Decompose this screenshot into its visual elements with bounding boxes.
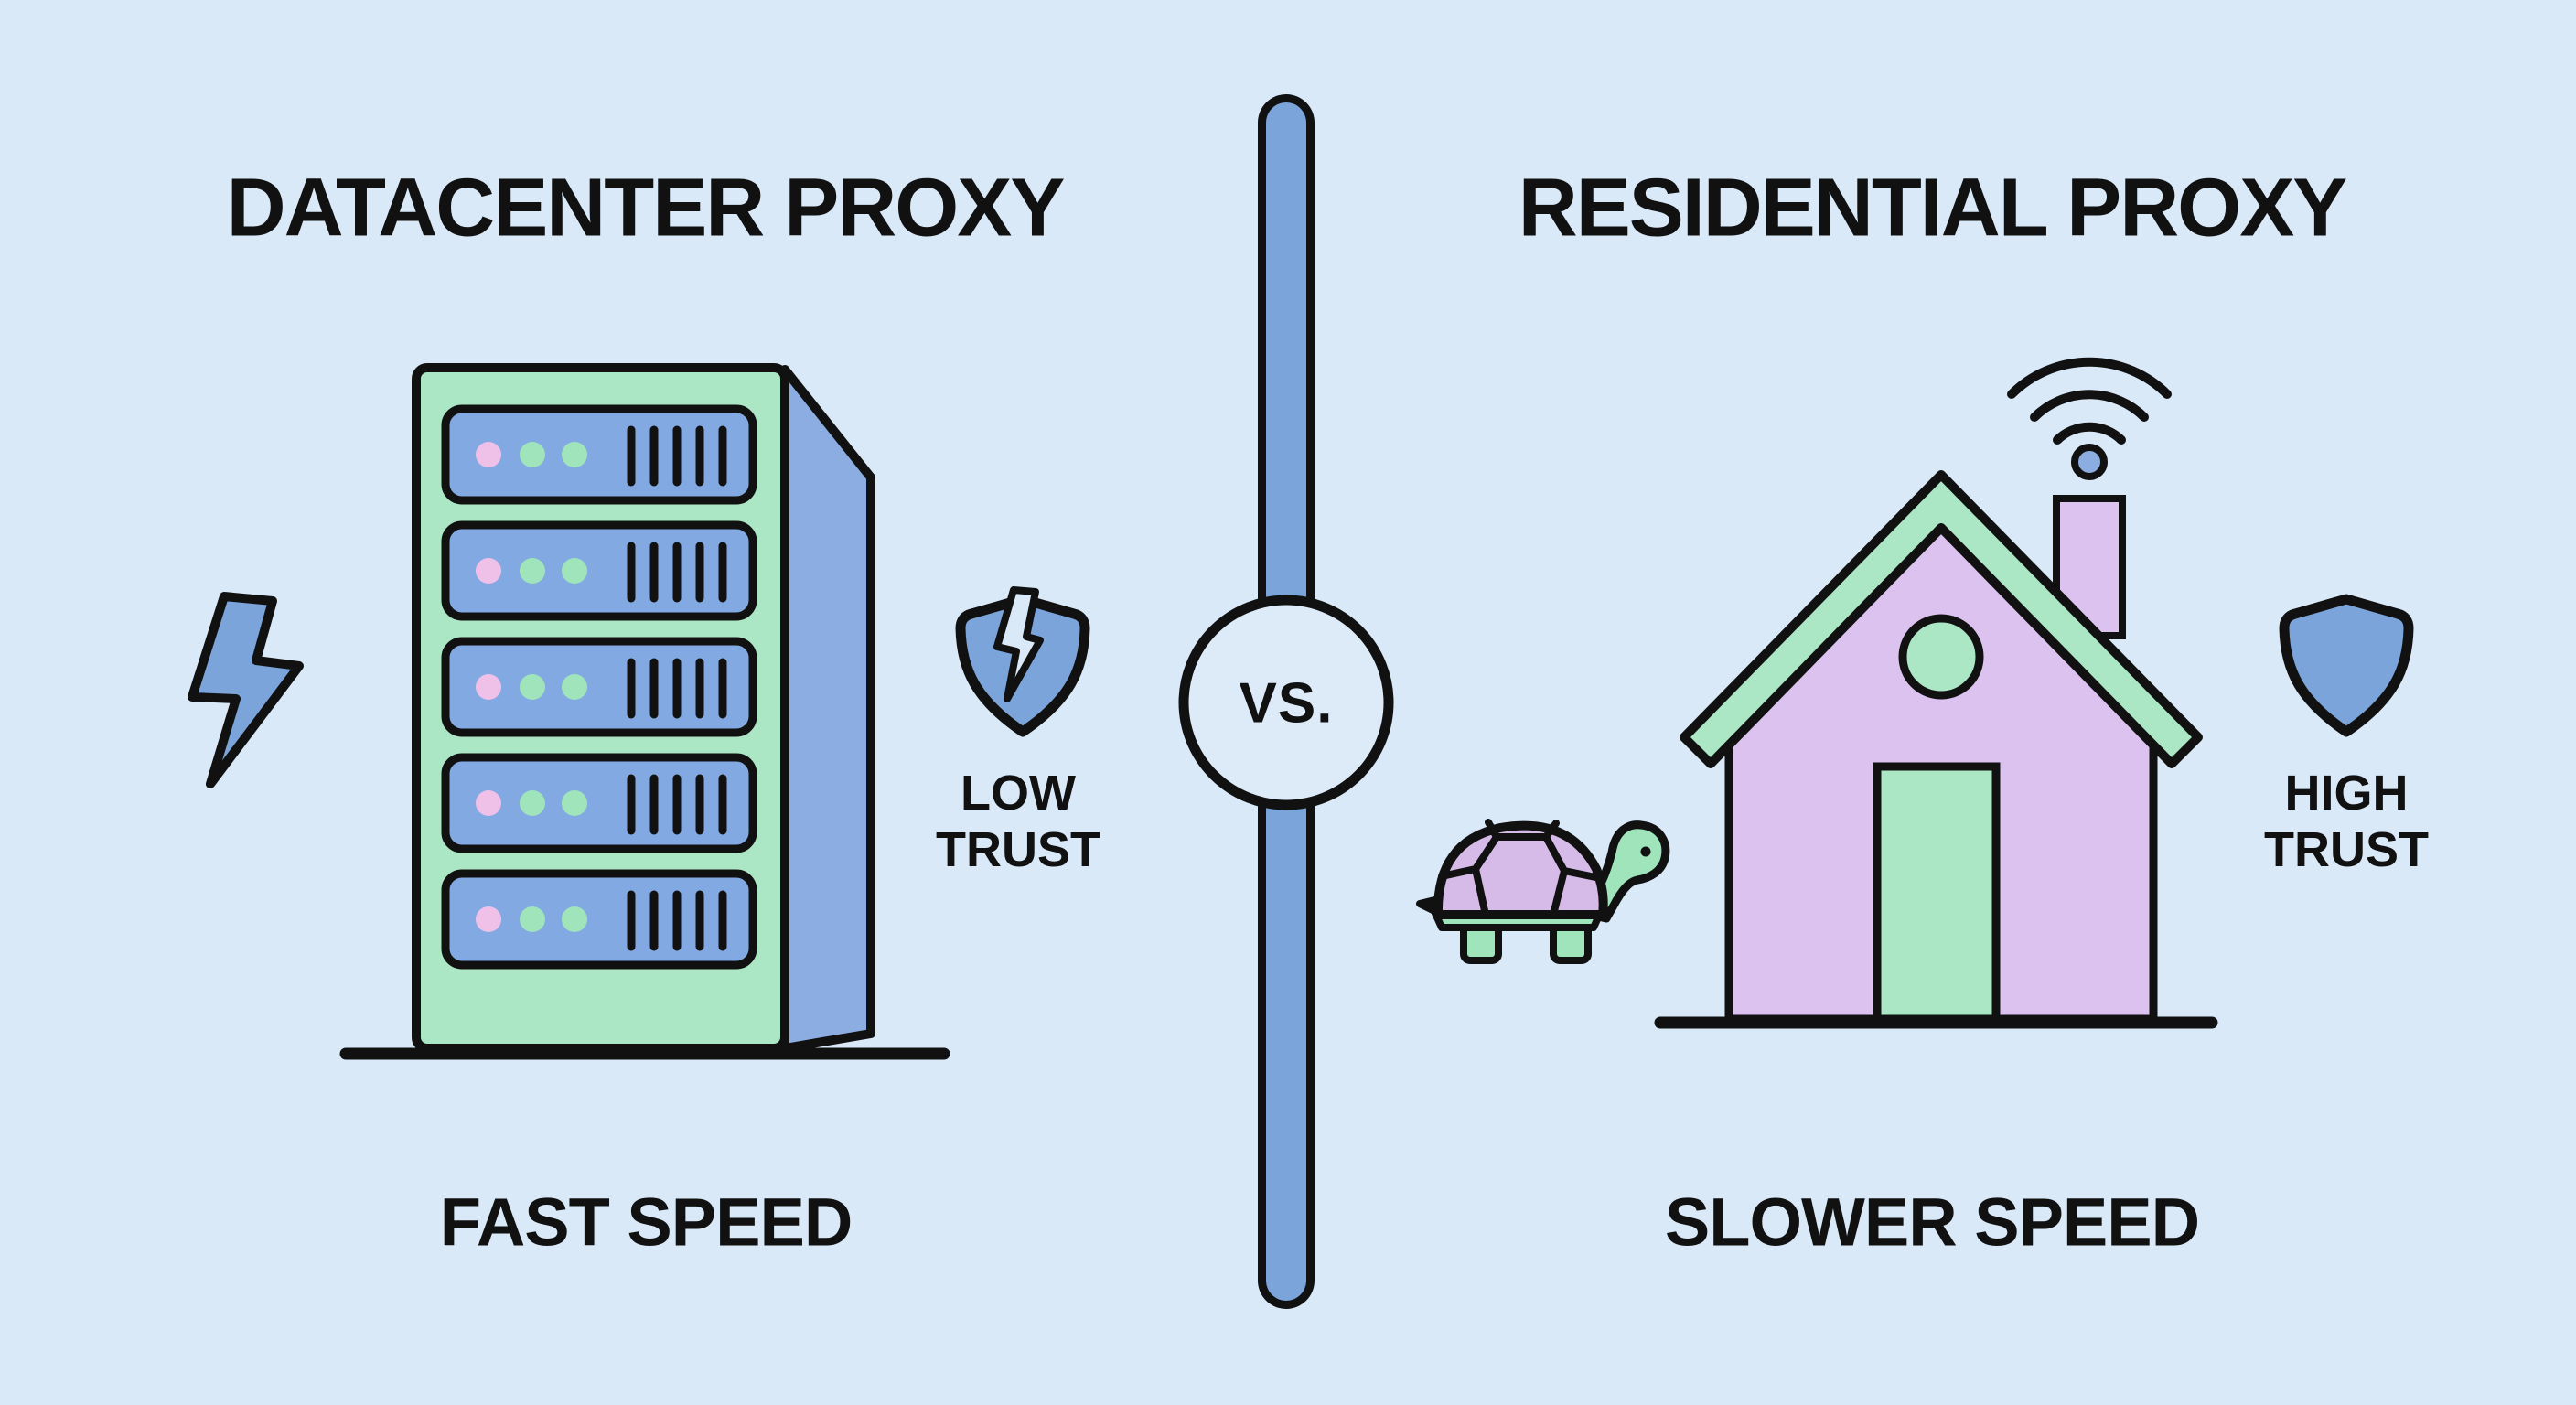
status-led (476, 790, 501, 816)
title-datacenter-proxy: DATACENTER PROXY (226, 162, 1066, 254)
shield-icon (2279, 594, 2414, 737)
status-led (562, 906, 587, 932)
status-led (476, 442, 501, 467)
status-led (562, 558, 587, 584)
status-led (476, 906, 501, 932)
low-trust-line2: TRUST (936, 822, 1100, 877)
vs-circle (1178, 595, 1394, 810)
high-trust-line2: TRUST (2264, 822, 2429, 877)
cracked-shield-icon (955, 586, 1090, 737)
vs-label: VS. (1239, 671, 1334, 735)
vent-slots (627, 774, 727, 835)
roof (1680, 470, 2203, 768)
status-led (520, 906, 545, 932)
high-trust-label: HIGH TRUST (2264, 765, 2429, 878)
server-unit (441, 869, 757, 970)
house-with-wifi-icon (1680, 357, 2203, 1024)
status-led (520, 790, 545, 816)
vent-slots (627, 658, 727, 719)
vent-slots (627, 890, 727, 951)
status-led (562, 674, 587, 700)
wifi-dot (2071, 444, 2108, 480)
status-led (520, 674, 545, 700)
wifi-icon (2007, 357, 2172, 480)
slower-speed-label: SLOWER SPEED (1664, 1184, 2200, 1260)
server-unit (441, 404, 757, 505)
server-unit (441, 753, 757, 853)
title-residential-proxy: RESIDENTIAL PROXY (1518, 162, 2347, 254)
status-led (562, 442, 587, 467)
server-rack-side-panel (780, 365, 875, 1053)
status-led (476, 558, 501, 584)
door (1873, 762, 2001, 1024)
turtle-shell-pattern (1438, 819, 1604, 918)
crack-bolt-cutout (993, 586, 1044, 702)
status-led (520, 442, 545, 467)
lightning-bolt-icon (188, 592, 304, 788)
status-led (476, 674, 501, 700)
low-trust-label: LOW TRUST (936, 765, 1100, 878)
vent-slots (627, 542, 727, 603)
round-window (1898, 614, 1984, 700)
vent-slots (627, 425, 727, 487)
fast-speed-label: FAST SPEED (439, 1184, 853, 1260)
turtle-icon (1416, 819, 1670, 964)
high-trust-line1: HIGH (2284, 766, 2409, 820)
server-rack-icon (412, 363, 875, 1053)
turtle-eye (1640, 846, 1651, 857)
status-led (520, 558, 545, 584)
low-trust-line1: LOW (961, 766, 1076, 820)
status-led (562, 790, 587, 816)
server-unit (441, 637, 757, 737)
server-unit (441, 520, 757, 621)
